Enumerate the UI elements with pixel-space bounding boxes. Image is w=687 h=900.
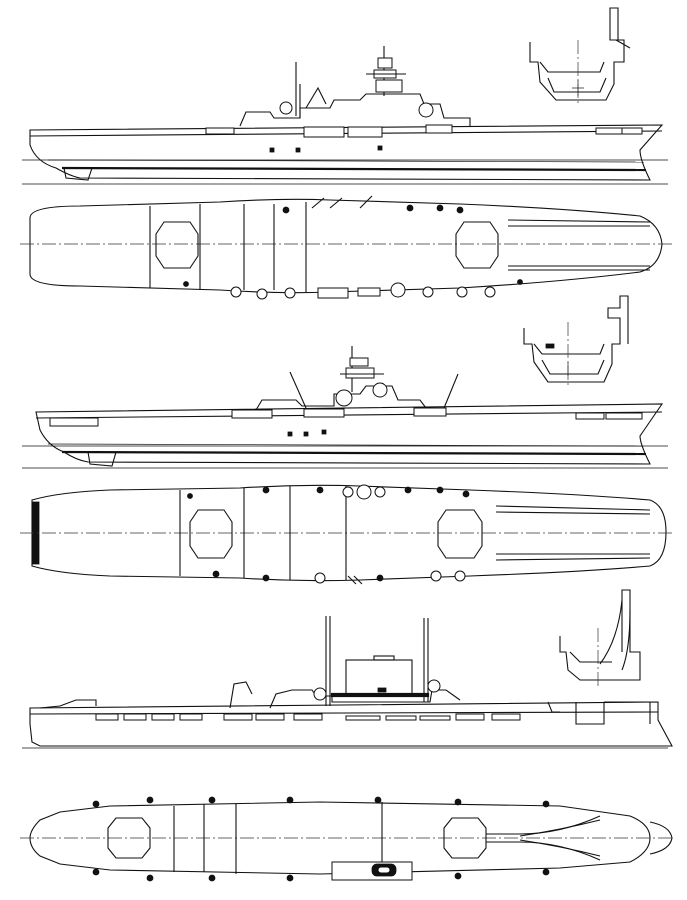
deck-plan-3 [20, 796, 674, 882]
sponsons [205, 124, 643, 153]
deck-edge-fittings-3 [92, 796, 550, 882]
cross-section-1 [529, 7, 631, 104]
side-elevation-3 [22, 589, 673, 749]
deck-edge-fittings-2 [187, 484, 470, 585]
deck-plan-2 [20, 484, 672, 585]
island-superstructure-2 [255, 346, 459, 411]
cross-section-3 [559, 589, 641, 686]
deck-plan-1 [20, 195, 672, 300]
cross-section-2 [523, 295, 629, 388]
side-elevation-2 [22, 295, 668, 469]
island-superstructure-1 [239, 46, 471, 127]
sponsons-2 [49, 407, 643, 437]
side-elevation-1 [22, 7, 668, 185]
gallery-openings [95, 713, 521, 721]
island-superstructure-3 [269, 616, 461, 709]
deck-edge-fittings-1 [183, 195, 523, 300]
